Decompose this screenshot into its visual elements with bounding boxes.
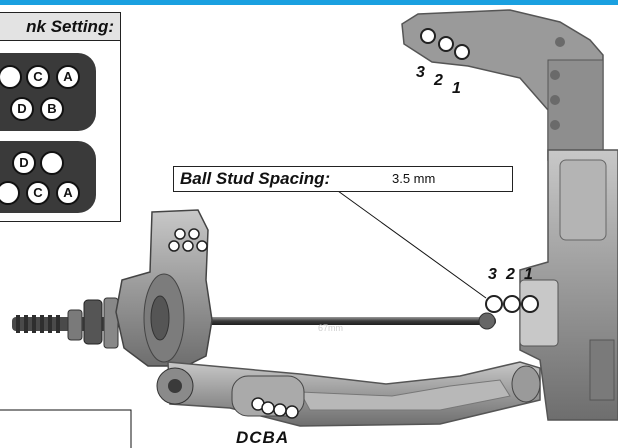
hole-label: C xyxy=(26,181,50,205)
bulkhead-hole-number-1: 1 xyxy=(524,266,533,283)
ball-stud-spacing-callout: Ball Stud Spacing: 3.5 mm xyxy=(173,166,513,192)
camber-link xyxy=(200,317,496,325)
link-length-text: 67mm xyxy=(318,323,344,333)
top-hole-plate: C A D B xyxy=(0,53,96,131)
hole-label: D xyxy=(12,151,36,175)
bulkhead-hole-number-3: 3 xyxy=(488,266,497,283)
camber-link-mount-holes xyxy=(485,295,539,313)
ball-stud-spacing-value: 3.5 mm xyxy=(392,171,436,186)
steering-block-holes xyxy=(168,228,208,252)
hole-label: B xyxy=(40,97,64,121)
hole-label: A xyxy=(56,65,80,89)
ball-stud-spacing-label: Ball Stud Spacing: xyxy=(180,169,331,188)
link-setting-panel: nk Setting: C A D B D C A xyxy=(0,12,121,222)
hole-label: A xyxy=(56,181,80,205)
hole-label: C xyxy=(26,65,50,89)
bottom-hole-plate: D C A xyxy=(0,141,96,213)
hole-partial xyxy=(0,65,22,89)
tower-hole-number-1: 1 xyxy=(452,80,461,97)
shock-tower-holes xyxy=(420,28,470,60)
hole-label xyxy=(40,151,64,175)
top-accent-bar xyxy=(0,0,618,5)
hole-label: D xyxy=(10,97,34,121)
arm-hole-letters: DCBA xyxy=(236,428,290,447)
hole-partial xyxy=(0,181,20,205)
bulkhead-hole-number-2: 2 xyxy=(506,266,515,283)
tower-hole-number-2: 2 xyxy=(434,72,443,89)
link-setting-title: nk Setting: xyxy=(0,13,120,41)
tower-hole-number-3: 3 xyxy=(416,64,425,81)
lower-arm-holes xyxy=(251,397,299,419)
